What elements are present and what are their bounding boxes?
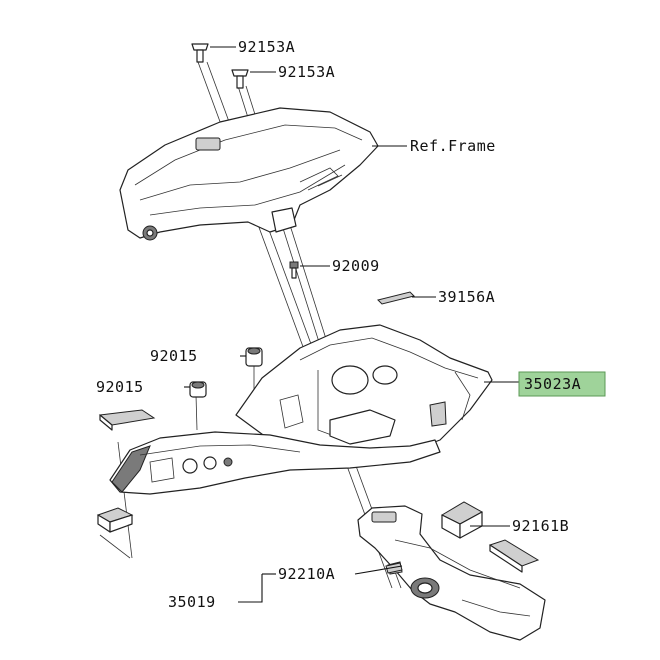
bolt-second-part [231,69,249,89]
pad-left-upper-part [98,409,156,431]
callout-labels: 92153A 92153A Ref.Frame 92009 39156A 920… [96,38,581,611]
callout-damper-lower: 92015 [96,378,144,396]
pad-left-lower-part [96,507,134,533]
callout-assembly: 35019 [168,593,216,611]
callout-nut: 92210A [278,565,335,583]
leader-lines [184,46,519,603]
callout-bracket: 92161B [512,517,569,535]
callout-cover: 35023A [524,375,581,393]
pad-right-lower-part [488,539,540,573]
damper-upper-part [245,347,263,367]
callout-clip: 39156A [438,288,495,306]
callout-bolt-mid: 92009 [332,257,380,275]
damper-lower-part [189,381,207,398]
tail-body-part [109,431,441,495]
cover-callout-highlight [518,371,606,397]
callout-damper-upper: 92015 [150,347,198,365]
nut-part [385,562,403,574]
bracket-part [357,505,546,641]
pad-right-upper-part [440,501,484,539]
callout-bolt-second: 92153A [278,63,335,81]
bolt-mid-part [289,261,299,279]
clip-part [377,291,415,305]
callout-bolt-upper: 92153A [238,38,295,56]
ref-frame-part [119,107,379,241]
bolt-upper-part [191,43,209,63]
callout-ref-frame: Ref.Frame [410,137,496,155]
